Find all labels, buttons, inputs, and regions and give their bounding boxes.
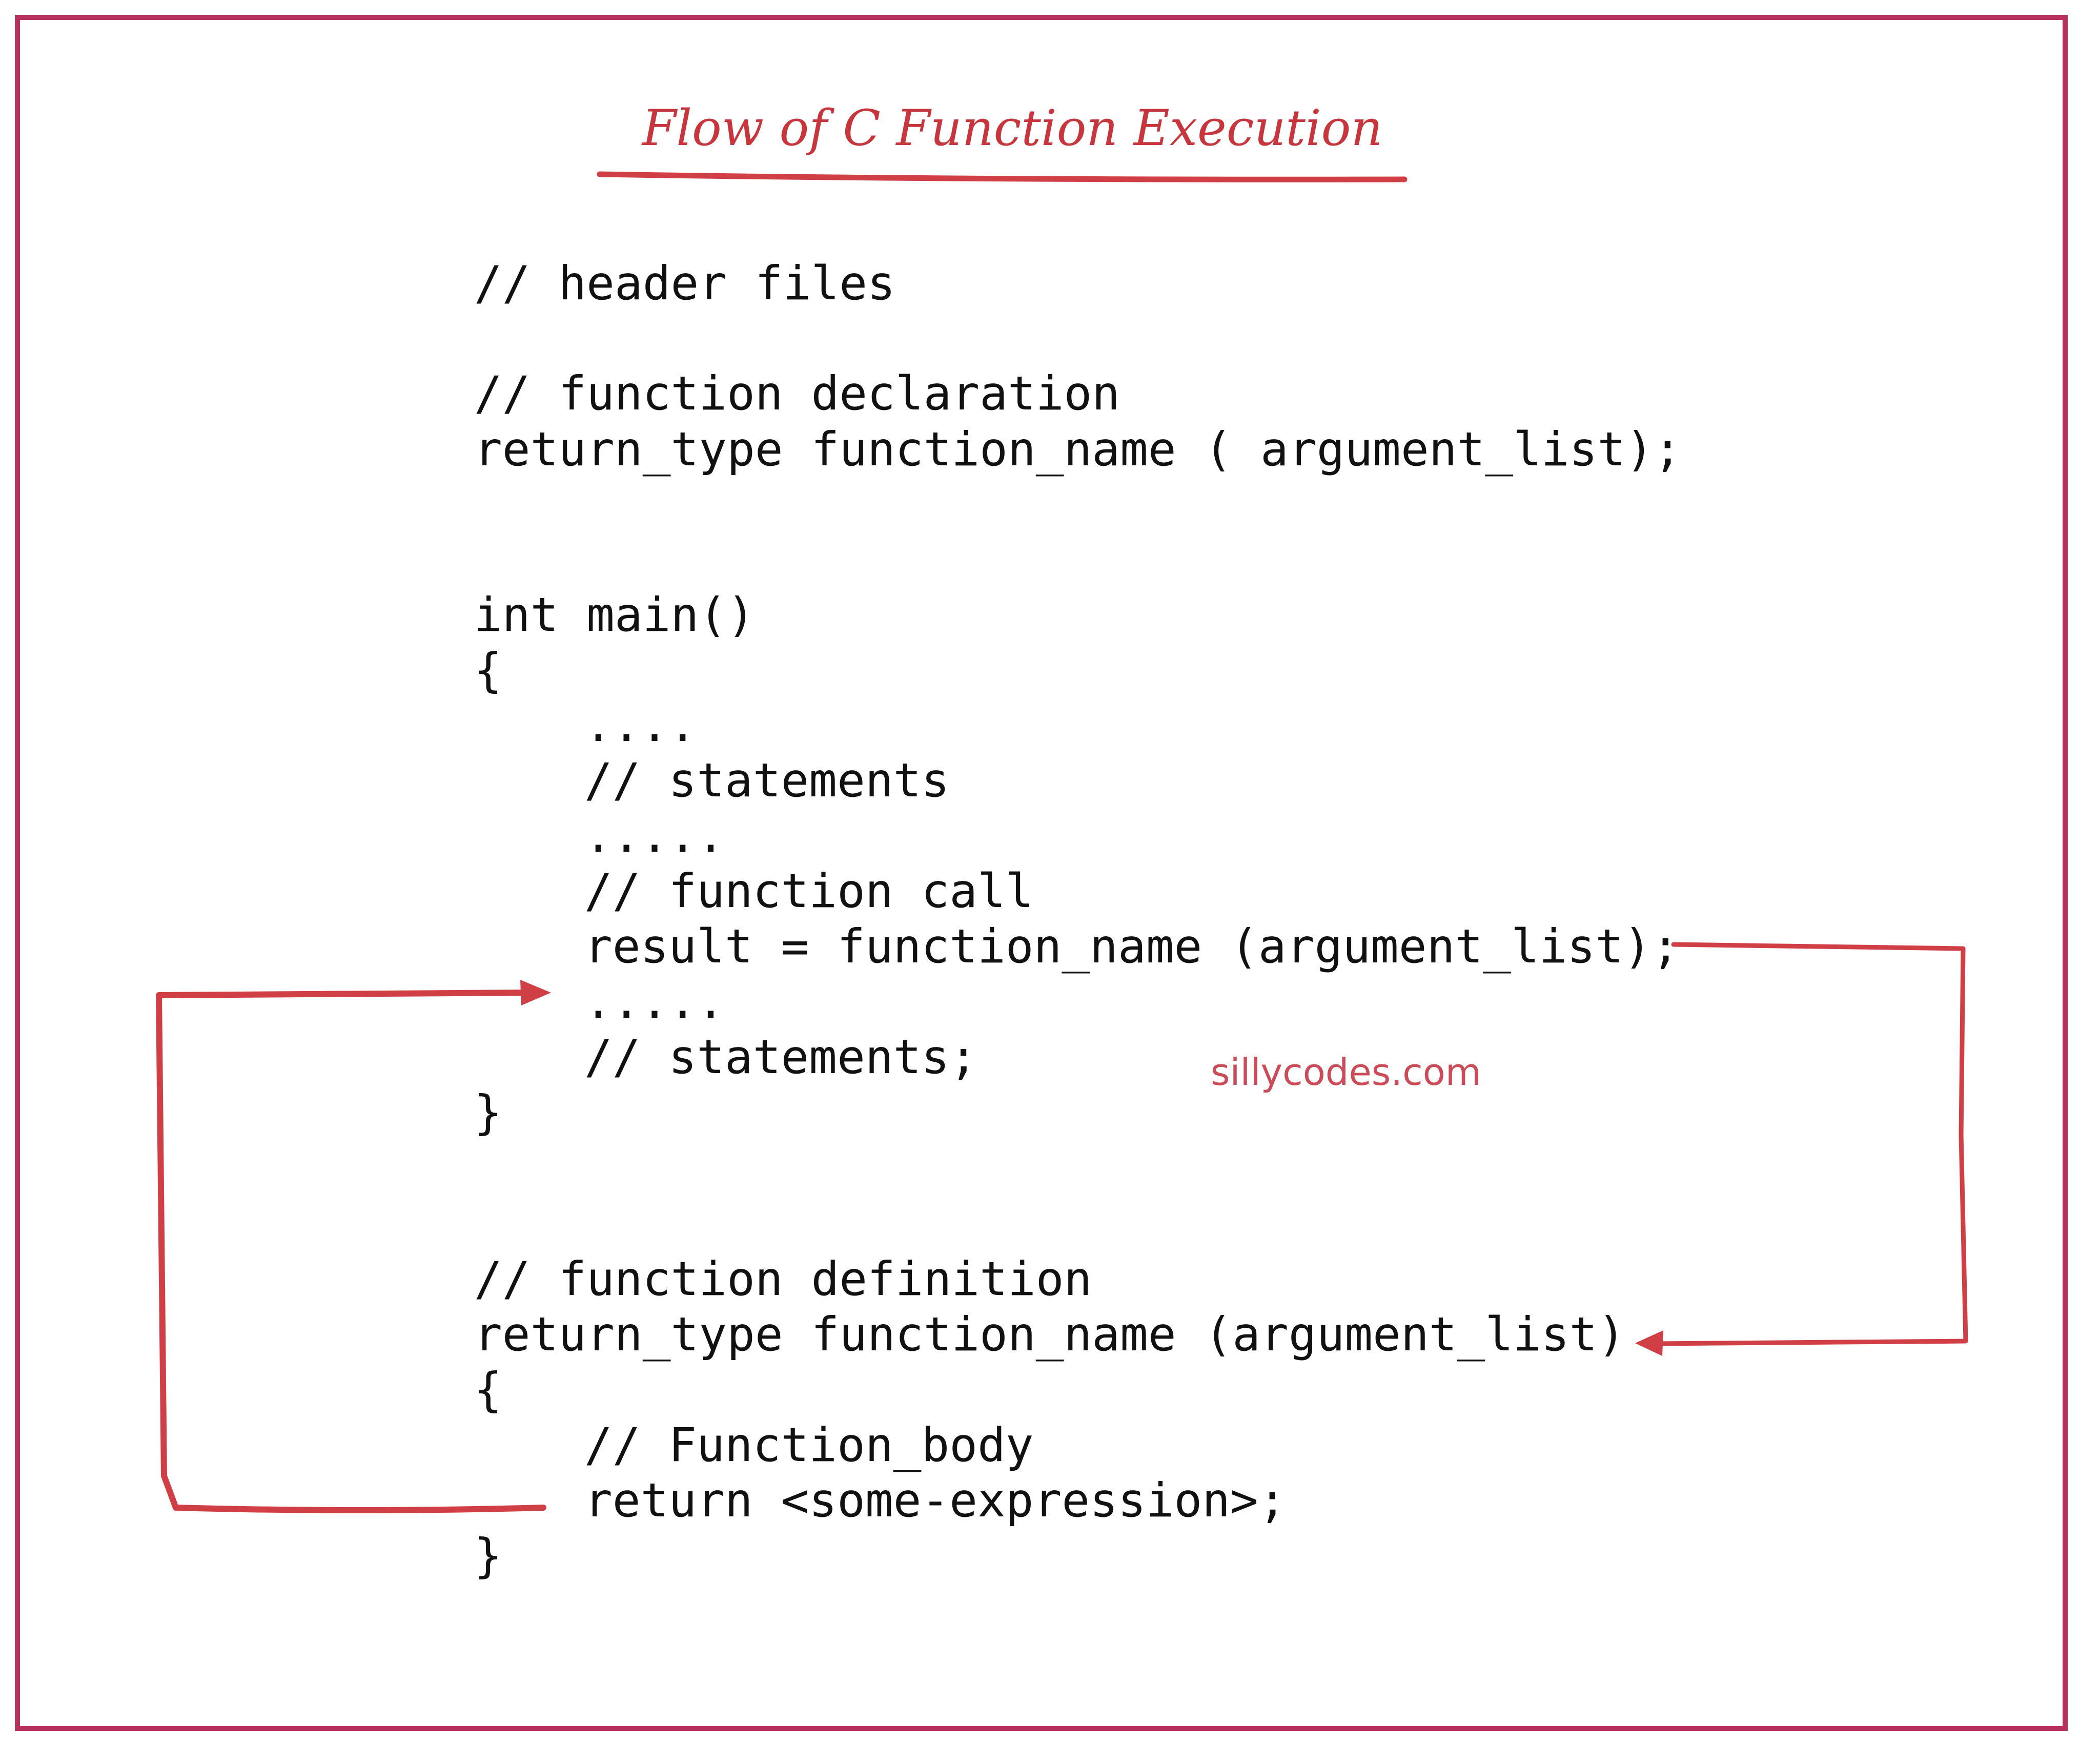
call-to-definition-arrowhead bbox=[1635, 1330, 1663, 1356]
code-definition-signature: return_type function_name (argument_list… bbox=[474, 1308, 1626, 1362]
diagram-title: Flow of C Function Execution bbox=[642, 99, 1383, 157]
return-to-caller-arrowhead bbox=[520, 980, 551, 1005]
code-main-statements-comment-1: // statements bbox=[584, 754, 950, 808]
code-header-comment: // header files bbox=[474, 257, 895, 311]
code-main-ellipsis-3: ..... bbox=[584, 975, 725, 1029]
call-to-definition-arrow bbox=[1653, 942, 1968, 1346]
code-definition-open-brace: { bbox=[474, 1363, 502, 1417]
code-main-signature: int main() bbox=[474, 588, 755, 642]
code-function-body-comment: // Function_body bbox=[584, 1418, 1034, 1472]
code-call-line: result = function_name (argument_list); bbox=[584, 920, 1680, 974]
code-declaration-line: return_type function_name ( argument_lis… bbox=[474, 423, 1682, 477]
code-definition-close-brace: } bbox=[474, 1529, 502, 1583]
code-main-close-brace: } bbox=[474, 1086, 502, 1140]
code-main-open-brace: { bbox=[474, 644, 502, 697]
code-definition-comment: // function definition bbox=[474, 1252, 1092, 1306]
title-underline bbox=[597, 171, 1408, 182]
code-main-ellipsis-1: .... bbox=[584, 698, 697, 752]
code-declaration-comment: // function declaration bbox=[474, 367, 1120, 421]
watermark-text: sillycodes.com bbox=[1211, 1051, 1481, 1094]
code-main-ellipsis-2: ..... bbox=[584, 809, 725, 863]
code-return-line: return <some-expression>; bbox=[584, 1474, 1287, 1528]
diagram-frame bbox=[15, 15, 2068, 1731]
code-call-comment: // function call bbox=[584, 865, 1034, 918]
code-main-statements-comment-2: // statements; bbox=[584, 1031, 978, 1084]
return-to-caller-arrow bbox=[156, 990, 546, 1513]
